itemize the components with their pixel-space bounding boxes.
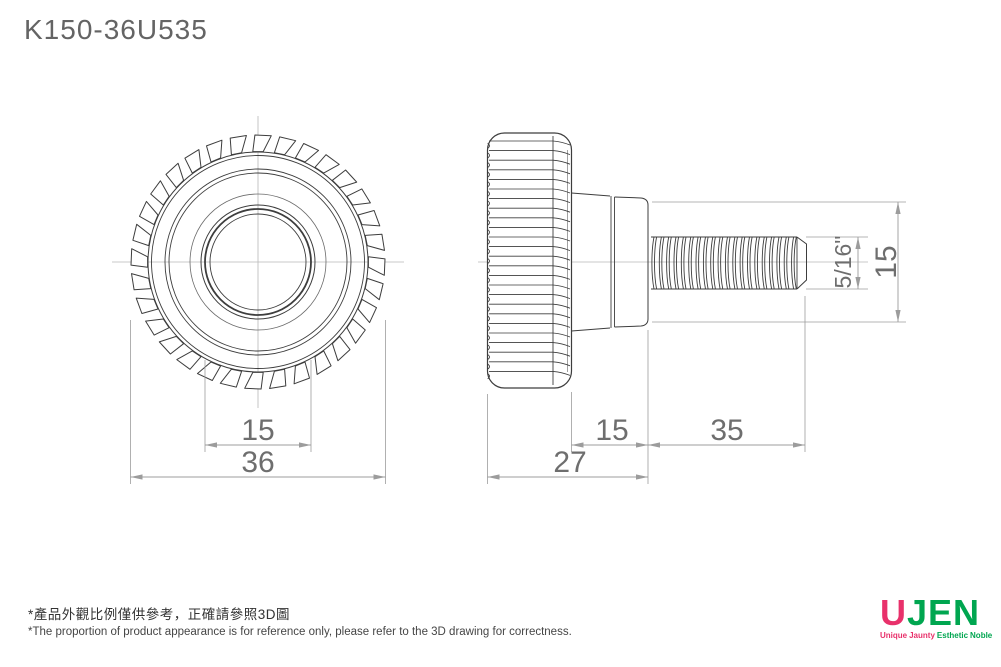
front-extension-lines bbox=[130, 320, 386, 484]
side-knob-head bbox=[486, 132, 573, 389]
front-dimension-lines bbox=[130, 442, 386, 480]
dimension-label-thread-diameter: 5/16" bbox=[830, 236, 856, 289]
logo-tagline-word: Noble bbox=[970, 631, 993, 640]
side-neck bbox=[571, 192, 649, 332]
front-centerlines bbox=[112, 116, 404, 408]
dimension-label-thread-length: 35 bbox=[710, 414, 743, 447]
footer-notes: *產品外觀比例僅供參考，正確請參照3D圖 *The proportion of … bbox=[28, 603, 572, 638]
part-number-title: K150-36U535 bbox=[24, 14, 208, 45]
side-view-drawing: 15 35 27 5/16" 15 bbox=[478, 132, 906, 484]
front-view-drawing: 15 36 bbox=[112, 116, 404, 484]
logo-letter-u: U bbox=[880, 592, 907, 633]
note-chinese: *產品外觀比例僅供參考，正確請參照3D圖 bbox=[28, 607, 291, 622]
dimension-label-outer-diameter: 36 bbox=[241, 446, 274, 479]
dimension-label-neck-diameter: 15 bbox=[870, 245, 903, 278]
dimension-label-bore-diameter: 15 bbox=[241, 414, 274, 447]
front-circles bbox=[147, 151, 369, 373]
thread-crests bbox=[651, 236, 797, 290]
side-dimension-lines bbox=[487, 202, 901, 480]
logo-letters-jen: JEN bbox=[907, 592, 981, 633]
side-thread-shaft bbox=[651, 236, 807, 290]
dimension-label-neck-length: 15 bbox=[595, 414, 628, 447]
logo-wordmark: UJEN bbox=[880, 595, 998, 631]
logo-tagline-word: Jaunty bbox=[909, 631, 935, 640]
note-english: *The proportion of product appearance is… bbox=[28, 626, 572, 638]
logo-tagline-word: Esthetic bbox=[936, 631, 969, 640]
side-knurl-lines bbox=[487, 140, 571, 380]
logo-tagline-word: Unique bbox=[880, 631, 908, 640]
dimension-label-head-length: 27 bbox=[553, 446, 586, 479]
